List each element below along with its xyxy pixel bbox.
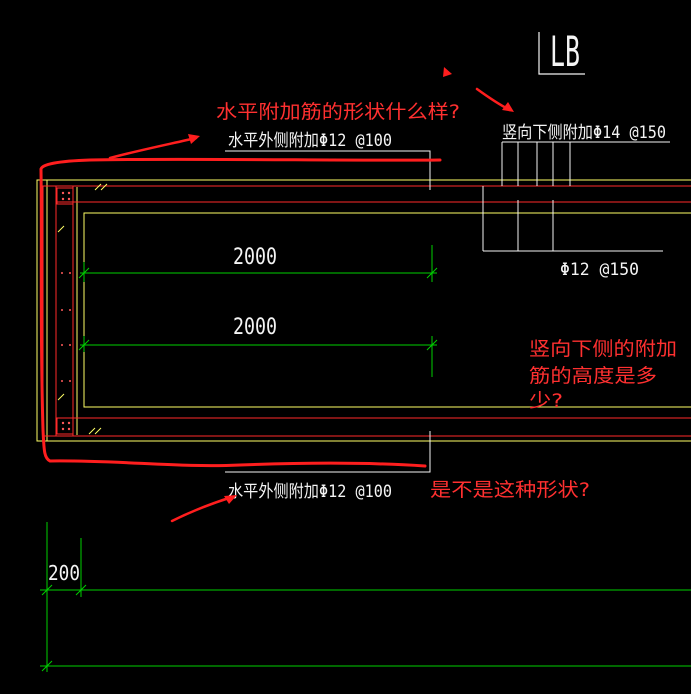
beam-inner-edge [83,212,691,408]
arrow-to-top-label [108,136,198,160]
question-vertical-height-line3: 少? [529,390,563,412]
label-rebar-spacing: Φ12 @150 [560,260,639,280]
dim-2000-lower: 2000 [233,315,277,340]
rebar-lines [42,185,691,437]
label-bottom-horizontal-rebar: 水平外侧附加Φ12 @100 [228,482,392,502]
sketched-rebar-shape [39,157,442,468]
top-corner-box [56,187,74,205]
label-vertical-bottom-rebar: 竖向下侧附加Φ14 @150 [502,123,666,143]
label-top-horizontal-rebar: 水平外侧附加Φ12 @100 [228,131,392,151]
corner-details [61,191,71,431]
dimension-lines [40,245,691,672]
dim-200: 200 [48,561,80,585]
section-label-text: LB [550,27,580,76]
question-vertical-height-line2: 筋的高度是多 [529,365,657,387]
question-horizontal-shape: 水平附加筋的形状什么样? [216,101,460,123]
arrow-to-bottom-label [170,495,234,523]
leader-lines [225,141,670,473]
question-is-this-shape: 是不是这种形状? [430,479,590,501]
outer-rebar [42,185,691,437]
markup-sketch [39,87,512,523]
bottom-corner-box [56,417,74,435]
beam-outer-edge [36,179,691,442]
markup-arrowheads [188,67,514,504]
hatch-marks [57,183,108,435]
dim-2000-upper: 2000 [233,245,277,270]
question-vertical-height-line1: 竖向下侧的附加 [529,338,677,360]
beam-outline [36,179,691,442]
section-label: LB [538,27,585,76]
